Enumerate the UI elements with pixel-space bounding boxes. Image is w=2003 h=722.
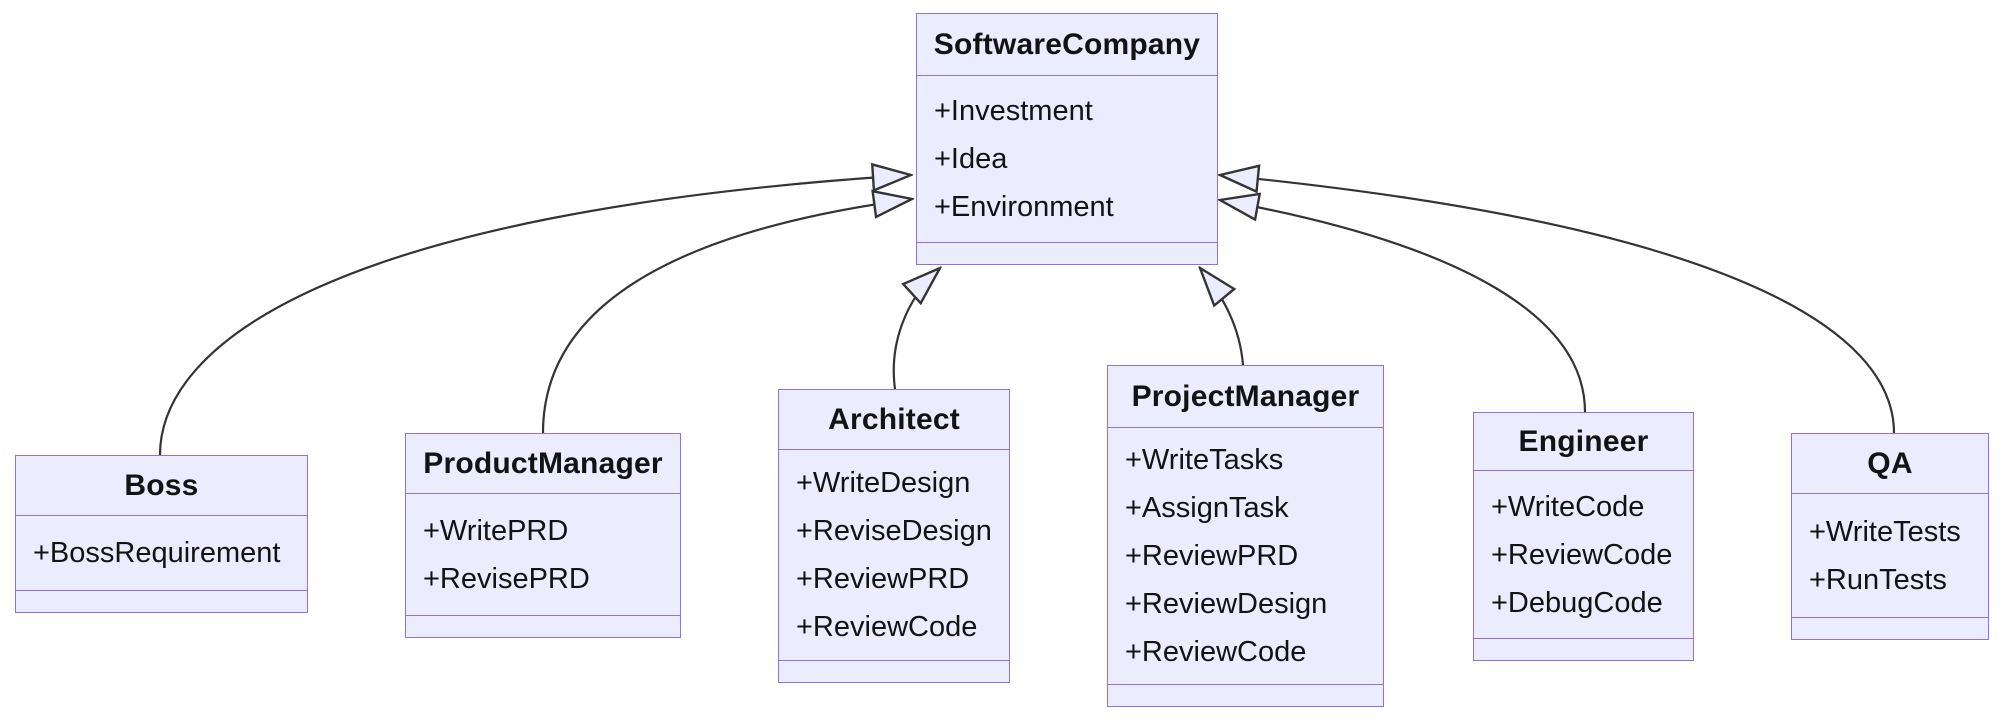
- attribute: +ReviewCode: [1125, 636, 1307, 668]
- attribute: +ReviewCode: [796, 611, 978, 643]
- attribute: +WriteTests: [1809, 515, 1961, 548]
- class-attributes: +WriteTests +RunTests: [1792, 494, 1988, 618]
- class-box-softwarecompany: SoftwareCompany +Investment +Idea +Envir…: [916, 13, 1218, 265]
- class-title: QA: [1792, 434, 1988, 494]
- class-attributes: +BossRequirement: [16, 516, 307, 591]
- attribute: +RunTests: [1809, 563, 1947, 596]
- attribute: +ReviewDesign: [1125, 588, 1328, 620]
- inheritance-edge-projectmanager-to-softwarecompany: [1200, 268, 1245, 366]
- attribute: +ReviseDesign: [796, 515, 992, 547]
- class-methods-empty: [406, 616, 680, 637]
- attribute: +DebugCode: [1491, 586, 1663, 619]
- attribute: +ReviewPRD: [1125, 540, 1299, 572]
- class-title: ProductManager: [406, 434, 680, 494]
- class-box-productmanager: ProductManager +WritePRD +RevisePRD: [405, 433, 681, 638]
- class-attributes: +WriteDesign +ReviseDesign +ReviewPRD +R…: [779, 450, 1009, 661]
- class-box-engineer: Engineer +WriteCode +ReviewCode +DebugCo…: [1473, 412, 1694, 661]
- inheritance-edge-architect-to-softwarecompany: [892, 268, 940, 390]
- class-title: SoftwareCompany: [917, 14, 1217, 76]
- class-methods-empty: [779, 661, 1009, 682]
- class-box-boss: Boss +BossRequirement: [15, 455, 308, 613]
- attribute: +Environment: [934, 191, 1114, 223]
- attribute: +RevisePRD: [423, 562, 590, 595]
- class-methods-empty: [1792, 618, 1988, 639]
- attribute: +WriteCode: [1491, 490, 1645, 523]
- class-methods-empty: [16, 591, 307, 612]
- class-title: ProjectManager: [1108, 366, 1383, 428]
- attribute: +AssignTask: [1125, 492, 1289, 524]
- class-title: Architect: [779, 390, 1009, 450]
- attribute: +WritePRD: [423, 514, 569, 547]
- attribute: +Idea: [934, 143, 1008, 175]
- class-attributes: +WritePRD +RevisePRD: [406, 494, 680, 616]
- class-methods-empty: [1108, 685, 1383, 706]
- class-methods-empty: [1474, 639, 1693, 660]
- attribute: +ReviewPRD: [796, 563, 970, 595]
- class-title: Boss: [16, 456, 307, 516]
- class-attributes: +WriteTasks +AssignTask +ReviewPRD +Revi…: [1108, 428, 1383, 685]
- class-title: Engineer: [1474, 413, 1693, 471]
- attribute: +WriteDesign: [796, 467, 971, 499]
- class-box-projectmanager: ProjectManager +WriteTasks +AssignTask +…: [1107, 365, 1384, 707]
- class-methods-empty: [917, 243, 1217, 264]
- class-box-architect: Architect +WriteDesign +ReviseDesign +Re…: [778, 389, 1010, 683]
- attribute: +BossRequirement: [33, 537, 281, 569]
- attribute: +Investment: [934, 95, 1093, 127]
- class-attributes: +WriteCode +ReviewCode +DebugCode: [1474, 471, 1693, 639]
- class-attributes: +Investment +Idea +Environment: [917, 76, 1217, 243]
- attribute: +ReviewCode: [1491, 538, 1673, 571]
- class-box-qa: QA +WriteTests +RunTests: [1791, 433, 1989, 640]
- attribute: +WriteTasks: [1125, 444, 1284, 476]
